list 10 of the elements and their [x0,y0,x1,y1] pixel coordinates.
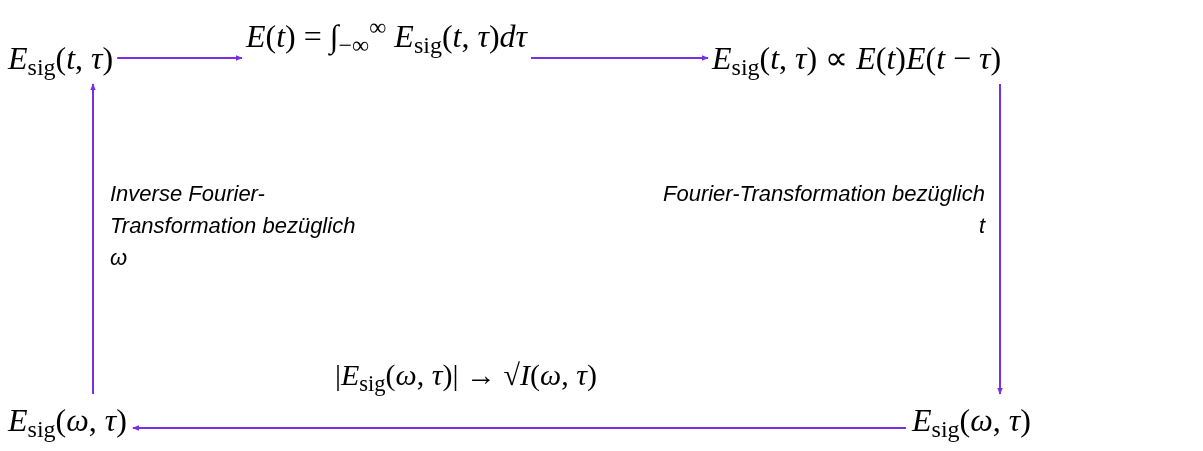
formula: E$_{sig}$(ω, τ) [8,398,127,442]
formula: E$_{sig}$(t, τ) ∝ E(t)E(t − τ) [712,36,1002,80]
arrow [530,55,709,61]
formula: E$_{sig}$(t, τ) [8,36,114,80]
arrow [997,83,1003,395]
formula: E$_{sig}$(ω, τ) [912,398,1031,442]
arrow [90,83,96,395]
arrow [116,55,243,61]
arrow [131,425,907,431]
formula: E(t) = ∫$_{−∞}$$^{∞}$ E$_{sig}$(t, τ)dτ [246,14,527,58]
